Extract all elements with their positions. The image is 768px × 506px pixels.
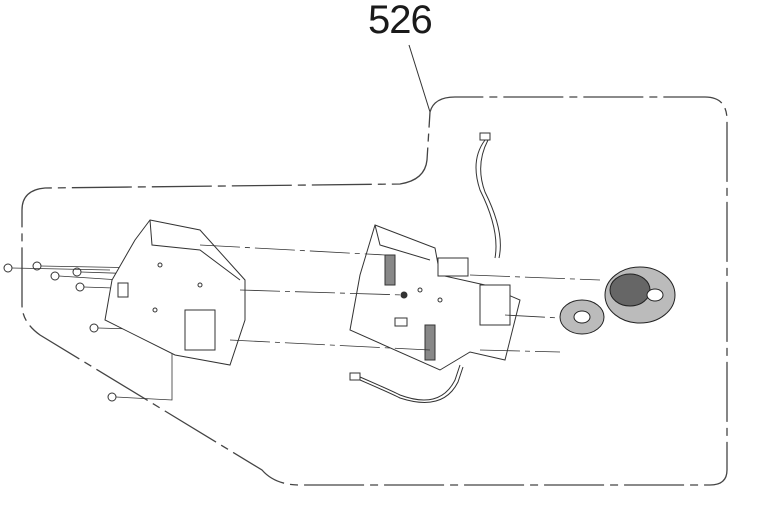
gear-cluster (604, 266, 676, 324)
main-board-assembly (349, 224, 521, 371)
callout-leader-line (408, 44, 431, 113)
left-bracket (104, 219, 246, 366)
screws (3, 261, 117, 402)
cables (349, 132, 501, 403)
part-callout-number: 526 (368, 0, 433, 42)
small-gear (559, 299, 605, 335)
assembly-boundary (21, 96, 728, 486)
alignment-lines (199, 244, 601, 353)
